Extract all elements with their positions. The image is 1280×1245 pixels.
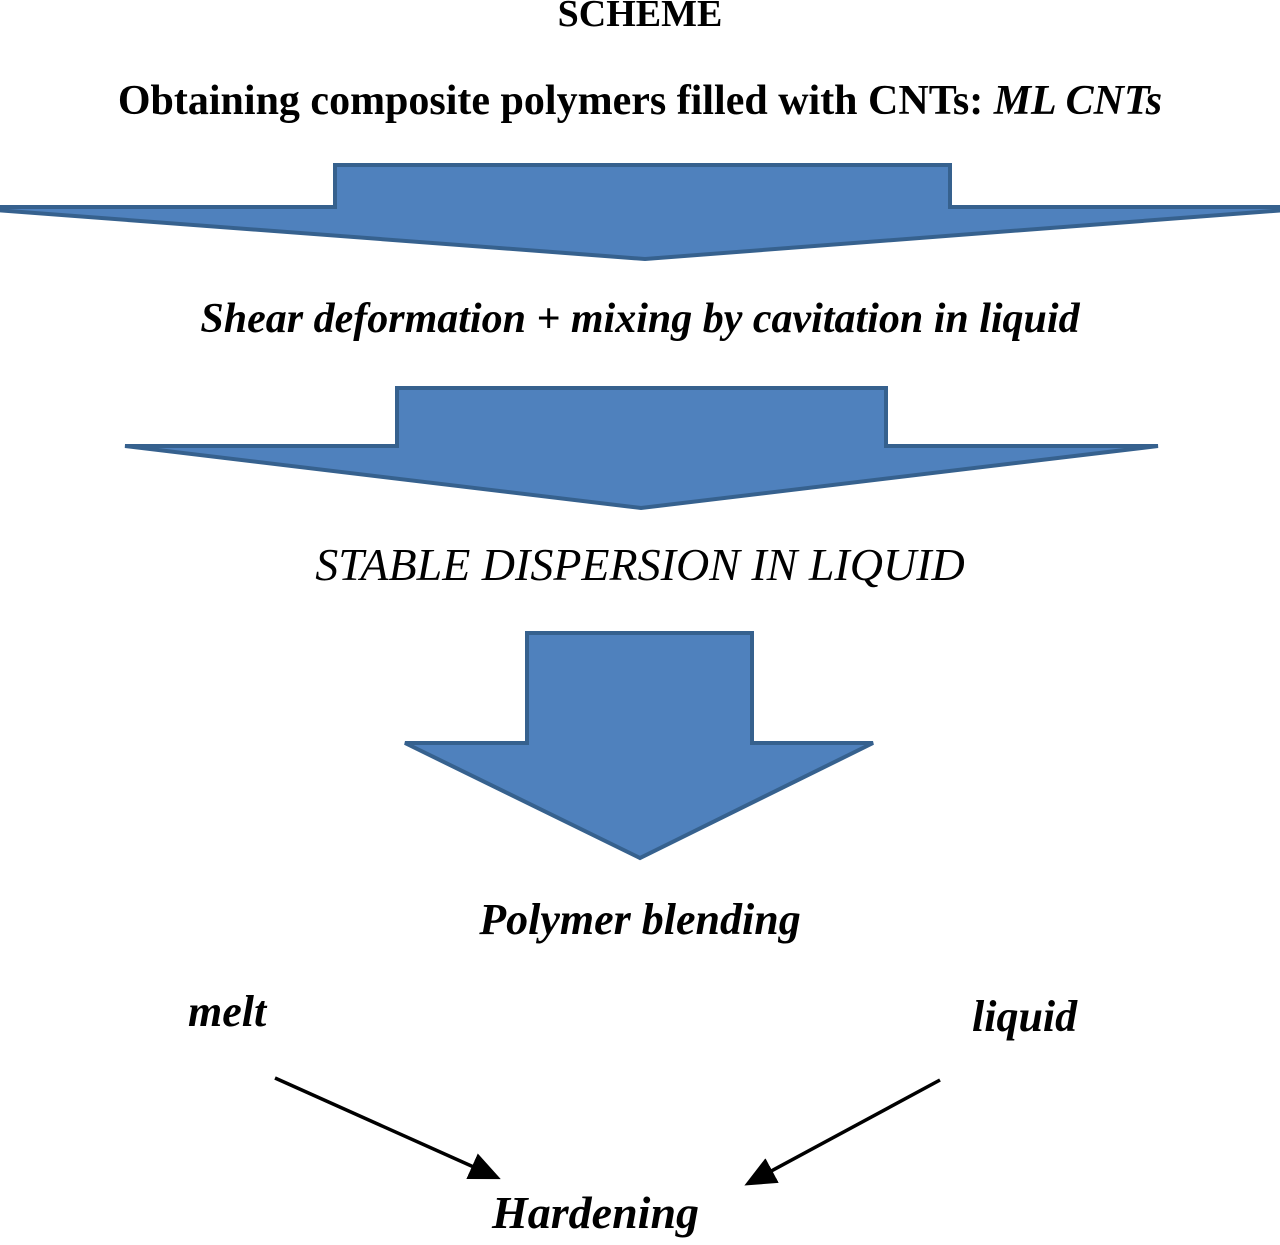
branch-melt-label: melt <box>188 987 267 1036</box>
down-block-arrow-1-icon <box>0 163 1280 262</box>
branch-liquid-label: liquid <box>972 992 1078 1041</box>
diagram-heading: Obtaining composite polymers filled with… <box>0 78 1280 124</box>
merge-arrow-right-icon <box>744 1078 941 1186</box>
step-shear-deformation: Shear deformation + mixing by cavitation… <box>200 296 1080 342</box>
down-block-arrow-3-icon <box>404 631 874 861</box>
down-block-arrow-2-icon <box>124 386 1159 511</box>
step-polymer-blending: Polymer blending <box>479 895 801 944</box>
merge-arrow-left-icon <box>274 1076 501 1180</box>
result-hardening-label: Hardening <box>492 1187 700 1238</box>
scheme-title: SCHEME <box>557 0 723 35</box>
heading-main-text: Obtaining composite polymers filled with… <box>117 78 994 124</box>
heading-emphasis-text: ML CNTs <box>993 78 1163 124</box>
step-stable-dispersion: STABLE DISPERSION IN LIQUID <box>315 539 965 590</box>
